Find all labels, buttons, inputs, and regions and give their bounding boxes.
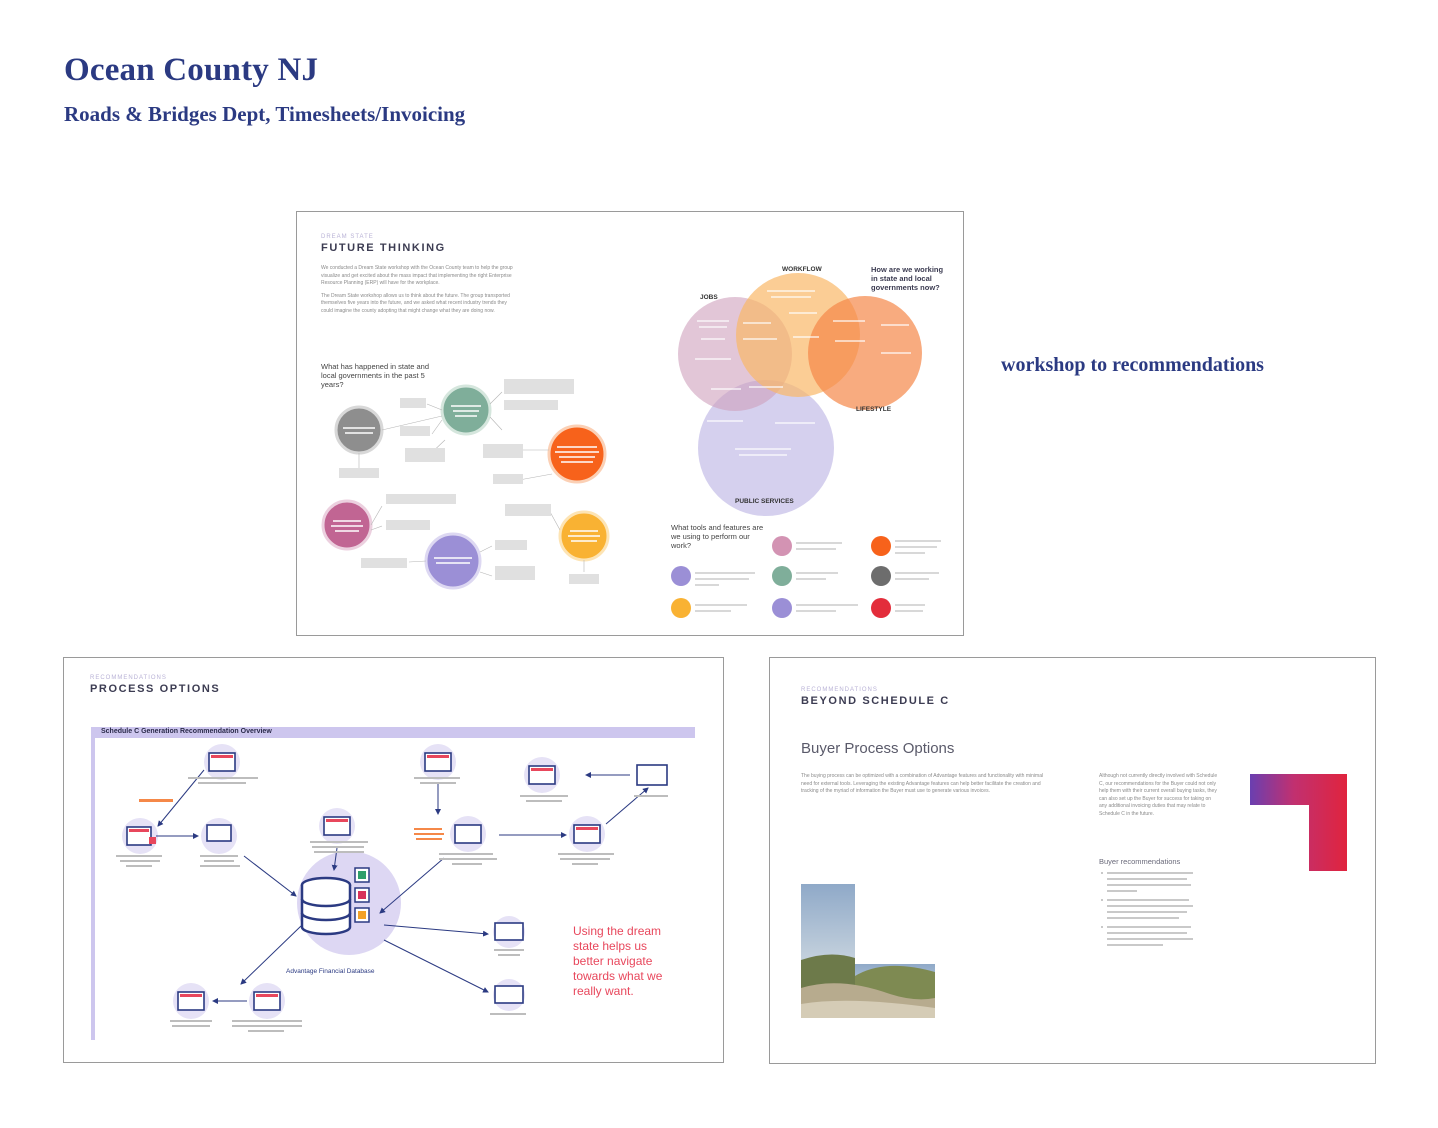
monitor-icon	[206, 824, 232, 842]
tablet-icon	[871, 536, 891, 556]
venn-label-workflow: WORKFLOW	[782, 266, 823, 273]
document-header-bars	[129, 755, 598, 997]
slide-kicker: RECOMMENDATIONS	[90, 675, 167, 681]
intro-paragraph: The Dream State workshop allows us to th…	[321, 292, 510, 314]
trend-bubble-orange	[547, 424, 607, 484]
venn-label-jobs: JOBS	[700, 294, 718, 301]
venn-diagram	[678, 273, 922, 516]
slide-kicker: DREAM STATE	[321, 234, 374, 240]
flow-arrows	[156, 769, 649, 1004]
annotation-blocks	[339, 379, 599, 584]
slide-title: PROCESS OPTIONS	[90, 683, 221, 695]
venn-question: How are we working in state and local go…	[871, 265, 944, 292]
section-heading: Buyer Process Options	[801, 740, 955, 757]
future-diagram: WORKFLOW JOBS LIFESTYLE PUBLIC SERVICES	[321, 266, 941, 618]
database-icon	[300, 867, 370, 936]
server-icon	[871, 566, 891, 586]
bullet-list-lines	[1101, 872, 1193, 946]
page-title: Ocean County NJ	[64, 52, 319, 88]
check-icon	[772, 598, 792, 618]
slide-kicker: RECOMMENDATIONS	[801, 687, 878, 693]
recommendations-subhead: Buyer recommendations	[1099, 857, 1181, 866]
slide-title: FUTURE THINKING	[321, 242, 446, 254]
venn-label-lifestyle: LIFESTYLE	[856, 406, 892, 413]
wifi-icon	[871, 598, 891, 618]
buyer-visuals	[801, 774, 1347, 1018]
monitor-dollar-icon	[494, 922, 524, 941]
intro-text: We conducted a Dream State workshop with…	[321, 265, 513, 320]
tools-question: What tools and features are we using to …	[671, 523, 764, 550]
team-icon	[454, 824, 482, 844]
workshop-caption: workshop to recommendations	[1001, 354, 1264, 376]
beyond-schedule-c-slide: RECOMMENDATIONS BEYOND SCHEDULE C Buyer …	[769, 657, 1376, 1064]
banner-text: Schedule C Generation Recommendation Ove…	[101, 728, 272, 735]
process-flow-diagram: Advantage Financial Database	[116, 744, 668, 1032]
intro-paragraph: We conducted a Dream State workshop with…	[321, 265, 513, 286]
process-options-slide: RECOMMENDATIONS PROCESS OPTIONS Schedule…	[63, 657, 724, 1063]
node-captions	[116, 777, 668, 1032]
database-label: Advantage Financial Database	[286, 968, 375, 975]
bubble-text-lines	[331, 405, 600, 564]
trend-bubble-purple	[424, 532, 482, 590]
monitor-icon	[636, 764, 668, 786]
slide-title: BEYOND SCHEDULE C	[801, 695, 950, 707]
overview-banner: Schedule C Generation Recommendation Ove…	[91, 727, 695, 738]
landscape-photo	[801, 884, 935, 1018]
right-body-text: Although not currently directly involved…	[1099, 773, 1218, 817]
people-icon	[671, 566, 691, 586]
gradient-corner-graphic	[1250, 774, 1347, 871]
cloud-icon	[772, 566, 792, 586]
venn-text-lines	[695, 290, 911, 456]
left-question: What has happened in state and local gov…	[321, 362, 429, 389]
gear-icon	[772, 536, 792, 556]
venn-label-public-services: PUBLIC SERVICES	[735, 498, 794, 505]
left-body-text: The buying process can be optimized with…	[801, 773, 1044, 794]
tool-icons	[671, 536, 891, 618]
tool-captions	[695, 540, 941, 612]
monitor-gear-icon	[494, 985, 524, 1004]
tagline: Using the dream state helps us better na…	[573, 924, 663, 998]
banner-sidebar	[91, 738, 95, 1040]
future-thinking-slide: DREAM STATE FUTURE THINKING We conducted…	[296, 211, 964, 636]
orange-annotations	[139, 799, 444, 840]
page-subtitle: Roads & Bridges Dept, Timesheets/Invoici…	[64, 102, 466, 126]
trend-bubble-gray	[334, 405, 384, 455]
chart-icon	[671, 598, 691, 618]
